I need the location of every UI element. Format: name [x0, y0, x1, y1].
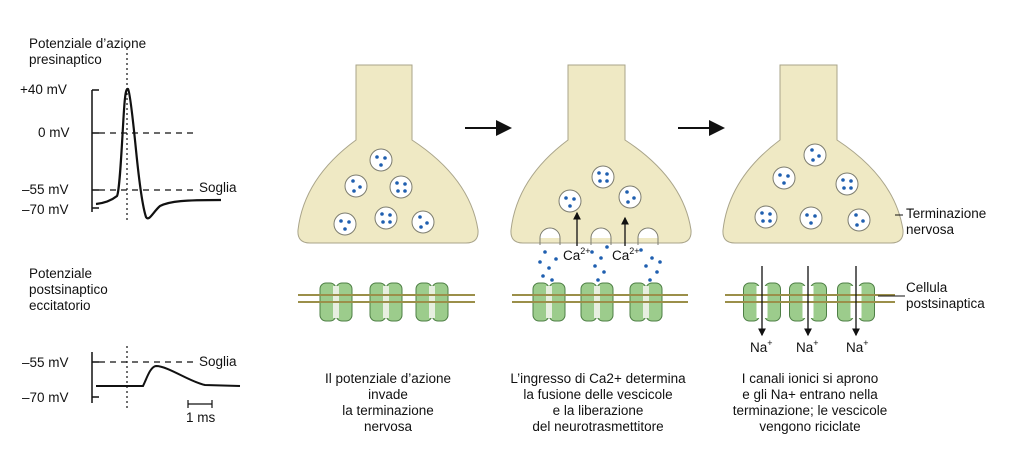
neurotransmitter-molecule	[593, 264, 597, 268]
neurotransmitter-molecule	[648, 278, 652, 282]
caption-step-2: L’ingresso di Ca2+ determina la fusione …	[510, 371, 686, 434]
epsp-label-minus70: –70 mV	[22, 390, 69, 405]
synaptic-vesicles	[333, 143, 871, 245]
epsp-label-minus55: –55 mV	[22, 355, 69, 370]
neurotransmitter-molecule	[602, 270, 606, 274]
fusing-vesicle	[590, 227, 612, 245]
postsynaptic-label: Cellula postsinaptica	[906, 280, 985, 311]
na-label-2: Na+	[796, 338, 819, 355]
neurotransmitter-molecule	[547, 266, 551, 270]
neurotransmitter-molecule	[596, 278, 600, 282]
epsp-graph	[91, 346, 241, 410]
neurotransmitter-molecule	[554, 257, 558, 261]
vesicle	[618, 185, 642, 209]
time-scale-label: 1 ms	[186, 410, 216, 425]
terminal-label: Terminazione nervosa	[906, 206, 987, 237]
nerve-terminal-2	[510, 64, 692, 244]
vesicle	[374, 206, 398, 230]
vesicle	[772, 166, 796, 190]
time-scale-bar	[187, 400, 213, 408]
vesicle	[558, 189, 582, 213]
neurotransmitter-molecule	[541, 274, 545, 278]
vesicle	[344, 174, 368, 198]
neurotransmitter-molecule	[605, 245, 609, 249]
vesicle	[803, 143, 827, 167]
vesicle	[333, 212, 357, 236]
vesicle	[389, 175, 413, 199]
neurotransmitter-molecule	[590, 250, 594, 254]
vesicle	[369, 148, 393, 172]
fusing-vesicle	[539, 227, 561, 245]
caption-step-1: Il potenziale d’azione invade la termina…	[324, 371, 452, 434]
label-0mv: 0 mV	[38, 125, 70, 140]
ca-label-left: Ca2+	[563, 246, 591, 263]
epsp-title: Potenziale postsinaptico eccitatorio	[29, 266, 108, 313]
neurotransmitter-molecule	[639, 248, 643, 252]
neurotransmitter-molecule	[650, 256, 654, 260]
epsp-threshold-label: Soglia	[199, 354, 237, 369]
label-plus40: +40 mV	[20, 82, 67, 97]
epsp-trace	[96, 364, 241, 387]
vesicle	[799, 206, 823, 230]
neurotransmitter-molecule	[538, 260, 542, 264]
released-neurotransmitter	[538, 245, 662, 282]
neurotransmitter-molecule	[658, 260, 662, 264]
neurotransmitter-molecule	[599, 256, 603, 260]
na-label-3: Na+	[846, 338, 869, 355]
action-potential-graph	[91, 48, 222, 222]
neurotransmitter-molecule	[550, 278, 554, 282]
action-potential-title: Potenziale d’azione presinaptico	[29, 36, 147, 67]
threshold-label: Soglia	[199, 180, 237, 195]
neurotransmitter-molecule	[644, 264, 648, 268]
ca-label-right: Ca2+	[612, 246, 640, 263]
label-minus55: –55 mV	[22, 182, 69, 197]
action-potential-trace	[95, 87, 222, 220]
neurotransmitter-molecule	[543, 250, 547, 254]
label-minus70: –70 mV	[22, 202, 69, 217]
vesicle	[835, 172, 859, 196]
na-label-1: Na+	[750, 338, 773, 355]
vesicle	[847, 208, 871, 232]
postsynaptic-membrane	[298, 294, 895, 303]
vesicle	[411, 210, 435, 234]
neurotransmitter-molecule	[655, 270, 659, 274]
fusing-vesicle	[637, 227, 659, 245]
caption-step-3: I canali ionici si aprono e gli Na+ entr…	[732, 371, 888, 434]
vesicle	[591, 165, 615, 189]
vesicle	[754, 205, 778, 229]
